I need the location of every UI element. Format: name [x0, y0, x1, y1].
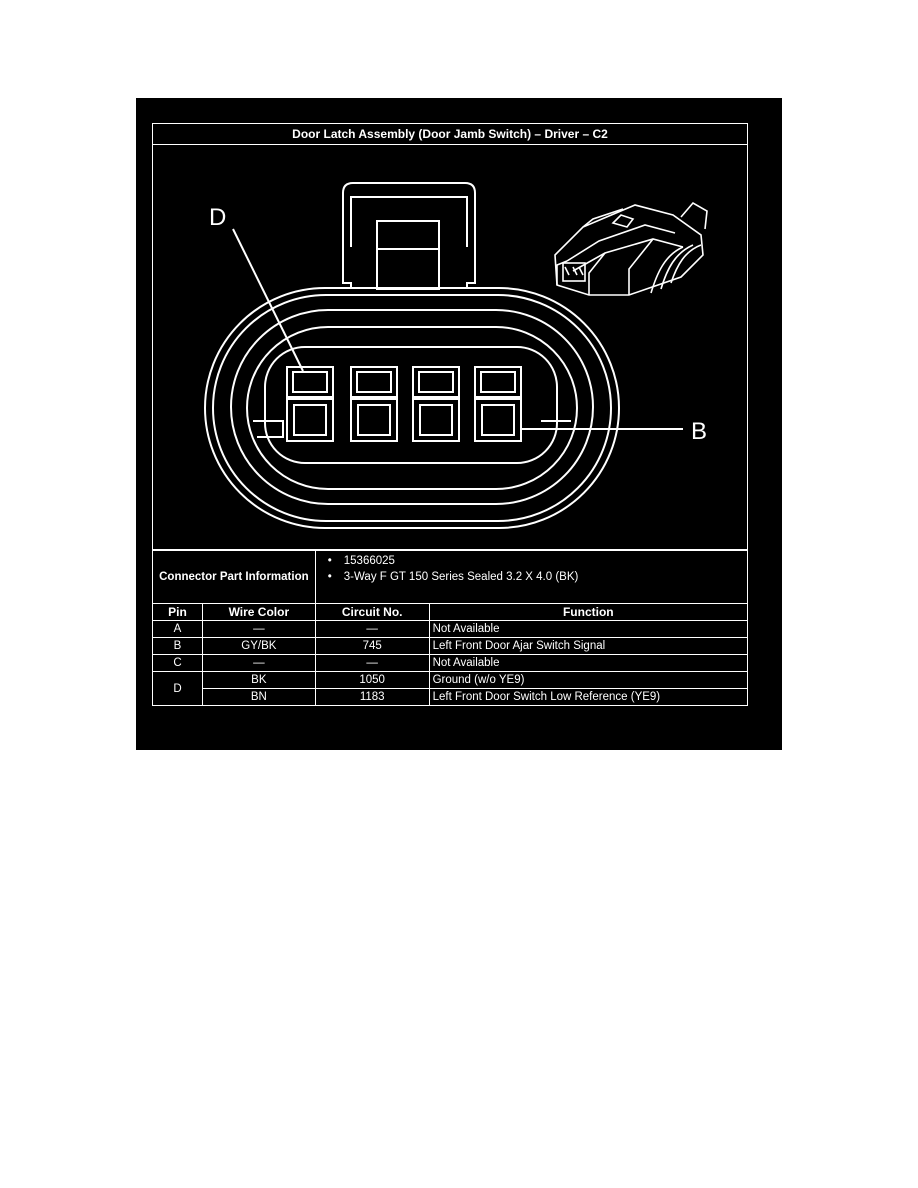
connector-info-values: 15366025 3-Way F GT 150 Series Sealed 3.…	[314, 550, 749, 604]
circuit-cell: 745	[314, 637, 430, 655]
part-number: 15366025	[328, 553, 745, 569]
function-cell: Ground (w/o YE9)	[428, 671, 749, 689]
wire-color-cell: GY/BK	[201, 637, 316, 655]
function-cell: Not Available	[428, 654, 749, 672]
connector-description: 3-Way F GT 150 Series Sealed 3.2 X 4.0 (…	[328, 569, 745, 585]
pin-cell: B	[152, 637, 203, 655]
connector-info-row: Connector Part Information 15366025 3-Wa…	[152, 550, 749, 604]
callout-d-label: D	[209, 204, 226, 231]
circuit-cell: 1050	[314, 671, 430, 689]
header-wire-color: Wire Color	[201, 603, 316, 621]
connector-figure: Door Latch Assembly (Door Jamb Switch) –…	[136, 98, 782, 750]
function-cell: Not Available	[428, 620, 749, 638]
wire-color-cell: —	[201, 620, 316, 638]
terminal-cavities	[286, 366, 522, 442]
pin-cell: A	[152, 620, 203, 638]
table-row: BN 1183 Left Front Door Switch Low Refer…	[153, 688, 749, 706]
connector-housing	[204, 287, 620, 529]
function-cell: Left Front Door Ajar Switch Signal	[428, 637, 749, 655]
header-circuit: Circuit No.	[314, 603, 430, 621]
table-row: C — — Not Available	[152, 654, 749, 672]
diagram-title: Door Latch Assembly (Door Jamb Switch) –…	[292, 127, 608, 141]
header-row: Pin Wire Color Circuit No. Function	[152, 603, 749, 621]
pin-cell: C	[152, 654, 203, 672]
callout-b-label: B	[691, 418, 707, 445]
callout-d-leader	[232, 228, 304, 372]
connector-drawing-area: D B	[152, 144, 748, 550]
connector-info-label: Connector Part Information	[152, 550, 316, 604]
function-cell: Left Front Door Switch Low Reference (YE…	[428, 688, 749, 706]
connector-face-diagram: D B	[204, 182, 708, 529]
table-row: A — — Not Available	[152, 620, 749, 638]
table-row: B GY/BK 745 Left Front Door Ajar Switch …	[152, 637, 749, 655]
wire-color-cell: BK	[201, 671, 316, 689]
pin-cell: D	[152, 671, 203, 706]
circuit-cell: —	[314, 620, 430, 638]
header-pin: Pin	[152, 603, 203, 621]
connector-latch	[342, 182, 476, 290]
wire-color-cell: —	[201, 654, 316, 672]
circuit-cell: —	[314, 654, 430, 672]
connector-photo-icon	[554, 201, 708, 296]
diagram-title-bar: Door Latch Assembly (Door Jamb Switch) –…	[152, 123, 748, 145]
table-row: D BK 1050 Ground (w/o YE9)	[152, 671, 749, 706]
pinout-table: Connector Part Information 15366025 3-Wa…	[152, 550, 749, 706]
header-function: Function	[428, 603, 749, 621]
wire-color-cell: BN	[201, 688, 316, 706]
circuit-cell: 1183	[314, 688, 430, 706]
